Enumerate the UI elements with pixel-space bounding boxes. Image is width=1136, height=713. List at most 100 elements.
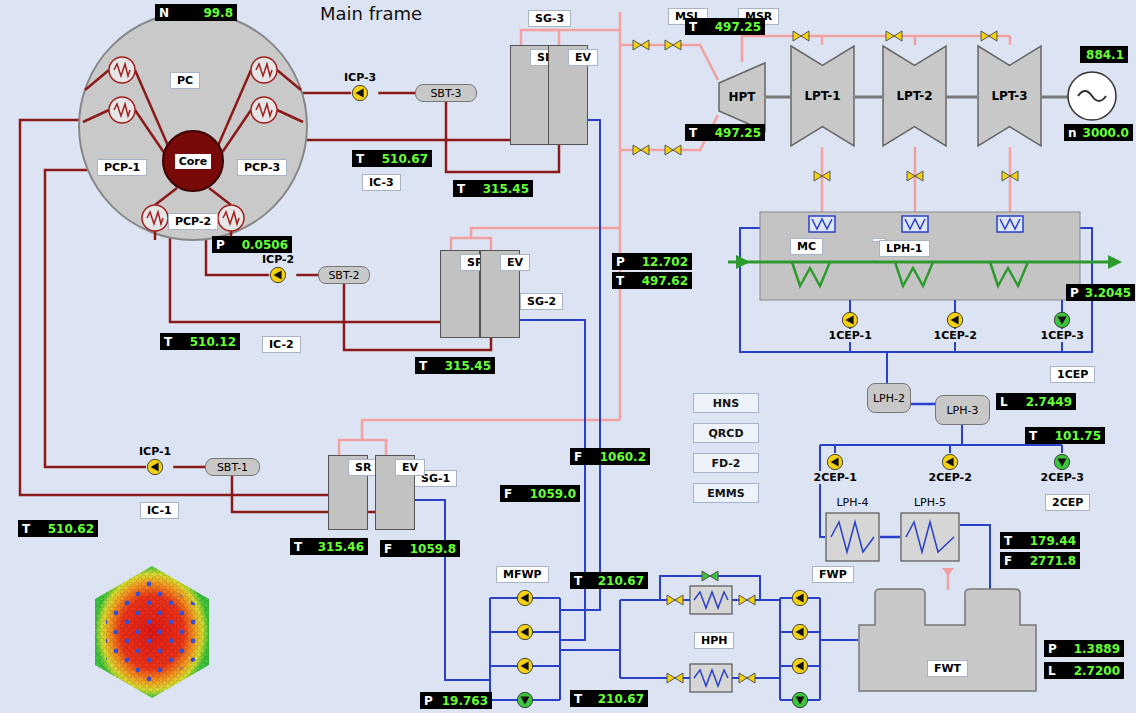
readout-value: 179.44 (1030, 534, 1076, 548)
pipe-connector (378, 92, 415, 95)
component-label: 1CEP-1 (827, 329, 874, 342)
component-label: EV (395, 459, 425, 476)
pump: 1CEP-3 (1039, 311, 1086, 342)
tank-box: LPH-2 (867, 383, 911, 413)
readout-value: 1.3889 (1074, 642, 1120, 656)
tank-box: SBT-1 (205, 458, 260, 476)
tag-label: 2CEP (1045, 494, 1090, 511)
pump: ICP-3 (342, 71, 378, 102)
component-label: FD-2 (711, 457, 740, 470)
component-label: LPT-1 (804, 89, 840, 103)
readout-symbol: T (689, 126, 697, 140)
readout-display: T315.45 (415, 357, 495, 374)
component-label: SBT-2 (328, 269, 359, 282)
component-label: LPH-1 (879, 240, 930, 257)
lp-turbine: LPT-2 (882, 45, 947, 147)
readout-symbol: T (294, 540, 302, 554)
feedwater-tank: FWT (855, 585, 1040, 695)
pipe-connector (855, 96, 882, 99)
pump-symbol (269, 266, 287, 284)
readout-value: 1059.8 (410, 542, 456, 556)
pump: 1CEP-2 (932, 311, 979, 342)
readout-display: T210.67 (570, 690, 648, 707)
component-label: EV (500, 254, 530, 271)
readout-display: T315.46 (290, 538, 368, 555)
sg-column: EV (548, 45, 588, 145)
primary-circuit-vessel-outline (77, 10, 309, 242)
pump: 2CEP-2 (927, 453, 974, 484)
readout-display: P19.763 (420, 692, 492, 709)
readout-value: 1060.2 (600, 450, 646, 464)
component-label: LPH-5 (900, 496, 960, 509)
tag-label: 1CEP (1050, 366, 1095, 383)
steam-generator: SG-3SREV (498, 30, 593, 155)
tag-label: IC-1 (140, 502, 179, 519)
readout-value: 210.67 (598, 692, 644, 706)
readout-value: 2.7449 (1026, 395, 1072, 409)
component-label: FWP (819, 568, 847, 581)
pump-symbol (146, 458, 164, 476)
readout-display: T 510.67 (352, 150, 432, 167)
pipe-connector (947, 96, 977, 99)
component-label: SBT-3 (430, 87, 461, 100)
pump: ICP-1 (137, 445, 173, 476)
readout-symbol: T (574, 574, 582, 588)
readout-value: 210.67 (598, 574, 644, 588)
readout-value: 2.7200 (1074, 664, 1120, 678)
heat-exchanger: LPH-4 (825, 512, 880, 562)
readout-value: 3000.0 (1083, 126, 1129, 140)
component-label: IC-3 (369, 176, 394, 189)
pump-symbol (1053, 311, 1071, 329)
readout-value: 510.12 (190, 335, 236, 349)
tank-box: SBT-3 (415, 84, 477, 102)
reactor-core: Core (162, 130, 224, 192)
readout-symbol: N (159, 6, 169, 20)
pipe-connector (880, 536, 900, 539)
component-label: 1CEP-3 (1039, 329, 1086, 342)
tag-label: IC-3 (362, 174, 401, 191)
main-condenser: MC LPH-1 (760, 212, 1080, 300)
readout-display: P12.702 (612, 253, 692, 270)
lp-turbine: LPT-1 (790, 45, 855, 147)
component-label: LPH-2 (873, 392, 905, 405)
readout-symbol: T (1029, 429, 1037, 443)
component-label: 1CEP (1057, 368, 1088, 381)
pump-symbol (841, 311, 859, 329)
component-label: LPT-2 (896, 89, 932, 103)
readout-symbol: P (216, 238, 225, 252)
readout-display: N 99.8 (155, 4, 237, 21)
component-label: LPH-4 (825, 496, 880, 509)
readout-value: 19.763 (442, 694, 488, 708)
pipe-connector (766, 96, 790, 99)
readout-symbol: T (356, 152, 364, 166)
pump-symbol (946, 311, 964, 329)
readout-display: T101.75 (1025, 427, 1105, 444)
component-label: ICP-2 (260, 253, 296, 266)
sg-column: EV (480, 250, 520, 338)
tag-label: HPH (694, 632, 734, 649)
pump-symbol (826, 453, 844, 471)
readout-value: 3.2045 (1085, 286, 1131, 300)
menu-button: QRCD (693, 423, 759, 443)
pipe-connector (296, 274, 318, 277)
readout-value: 510.67 (382, 152, 428, 166)
readout-symbol: F (1004, 554, 1012, 568)
pump: 2CEP-3 (1039, 453, 1086, 484)
readout-value: 99.8 (203, 6, 233, 20)
component-label: 2CEP-2 (927, 471, 974, 484)
hp-turbine: HPT (718, 62, 766, 132)
component-label: MFWP (503, 568, 542, 581)
component-label: PC (170, 72, 200, 89)
pipe-connector (173, 466, 205, 469)
readout-symbol: F (574, 450, 582, 464)
component-label: PCP-1 (97, 159, 147, 176)
component-label: SG-2 (520, 293, 563, 310)
readout-value: 497.25 (715, 20, 761, 34)
pump: 2CEP-1 (812, 453, 859, 484)
component-label: 2CEP-3 (1039, 471, 1086, 484)
component-label: HPT (728, 90, 755, 104)
component-label: MC (790, 238, 823, 255)
pump: PCP-2 (184, 213, 202, 231)
readout-display: P0.0506 (212, 236, 292, 253)
tank-box: SBT-2 (318, 266, 370, 284)
